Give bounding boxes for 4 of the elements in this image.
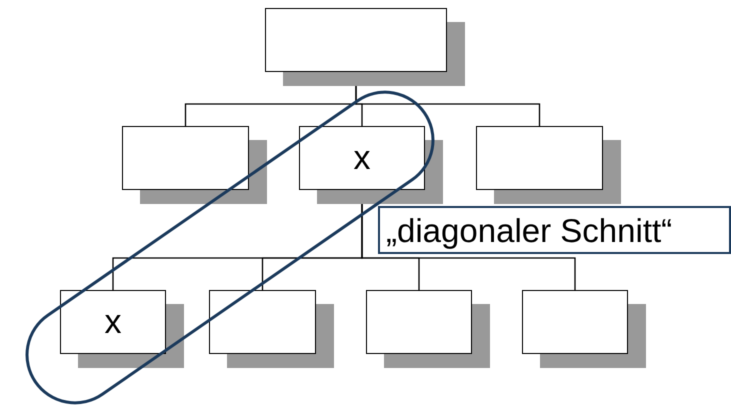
node-label: x (354, 141, 370, 175)
node-label: x (104, 305, 122, 339)
callout-box (378, 206, 731, 254)
callout-text: „diagonaler Schnitt“ (386, 214, 672, 246)
